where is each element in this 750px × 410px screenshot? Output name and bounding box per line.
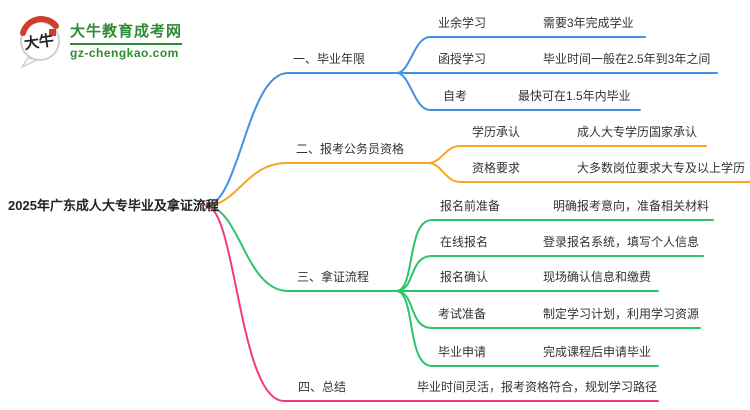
- branch3-child5-label[interactable]: 毕业申请: [438, 345, 487, 359]
- logo-bubble-tail: [20, 57, 40, 68]
- branch1-child1-detail[interactable]: 需要3年完成学业: [543, 16, 634, 30]
- branch1-child1-label[interactable]: 业余学习: [438, 16, 487, 30]
- branch1-child2-label[interactable]: 函授学习: [438, 52, 487, 66]
- branch3-child3-detail[interactable]: 现场确认信息和缴费: [543, 270, 652, 284]
- branch3-child2-label[interactable]: 在线报名: [440, 235, 489, 249]
- branch1-child3-label[interactable]: 自考: [443, 89, 468, 103]
- branch2-child1-detail[interactable]: 成人大专学历国家承认: [577, 125, 698, 139]
- branch3-child5-detail[interactable]: 完成课程后申请毕业: [543, 345, 652, 359]
- logo-bubble-icon: 大牛: [20, 16, 60, 68]
- central-topic[interactable]: 2025年广东成人大专毕业及拿证流程: [8, 198, 219, 213]
- branch3-child1-detail[interactable]: 明确报考意向，准备相关材料: [553, 199, 710, 213]
- branch3-child4-label[interactable]: 考试准备: [438, 307, 487, 321]
- logo-red-cap: [20, 16, 59, 36]
- branch2-child2-label[interactable]: 资格要求: [472, 161, 521, 175]
- branch1-child3-detail[interactable]: 最快可在1.5年内毕业: [518, 89, 631, 103]
- logo-seal: [49, 29, 56, 36]
- logo-domain-url[interactable]: gz-chengkao.com: [70, 43, 183, 60]
- branch2-child1-label[interactable]: 学历承认: [472, 125, 521, 139]
- logo-bubble-text: 大牛: [23, 31, 55, 53]
- branch3-lines: [207, 205, 714, 367]
- branch2-main-curve: [207, 162, 429, 207]
- logo-title: 大牛教育成考网: [70, 23, 183, 40]
- branch2-lines: [207, 145, 750, 207]
- branch2-label[interactable]: 二、报考公务员资格: [296, 142, 405, 156]
- site-logo[interactable]: 大牛 大牛教育成考网 gz-chengkao.com: [16, 12, 183, 68]
- branch1-main-curve: [207, 72, 398, 207]
- branch3-child4-detail[interactable]: 制定学习计划，利用学习资源: [543, 307, 700, 321]
- branch4-label[interactable]: 四、总结: [298, 380, 347, 394]
- branch1-label[interactable]: 一、毕业年限: [293, 52, 366, 66]
- branch2-child2-detail[interactable]: 大多数岗位要求大专及以上学历: [577, 161, 746, 175]
- branch3-child3-label[interactable]: 报名确认: [440, 270, 489, 284]
- branch3-child2-detail[interactable]: 登录报名系统，填写个人信息: [543, 235, 700, 249]
- branch3-child1-label[interactable]: 报名前准备: [440, 199, 501, 213]
- branch1-child2-detail[interactable]: 毕业时间一般在2.5年到3年之间: [543, 52, 711, 66]
- branch4-detail[interactable]: 毕业时间灵活，报考资格符合，规划学习路径: [417, 380, 658, 394]
- branch3-label[interactable]: 三、拿证流程: [297, 270, 370, 284]
